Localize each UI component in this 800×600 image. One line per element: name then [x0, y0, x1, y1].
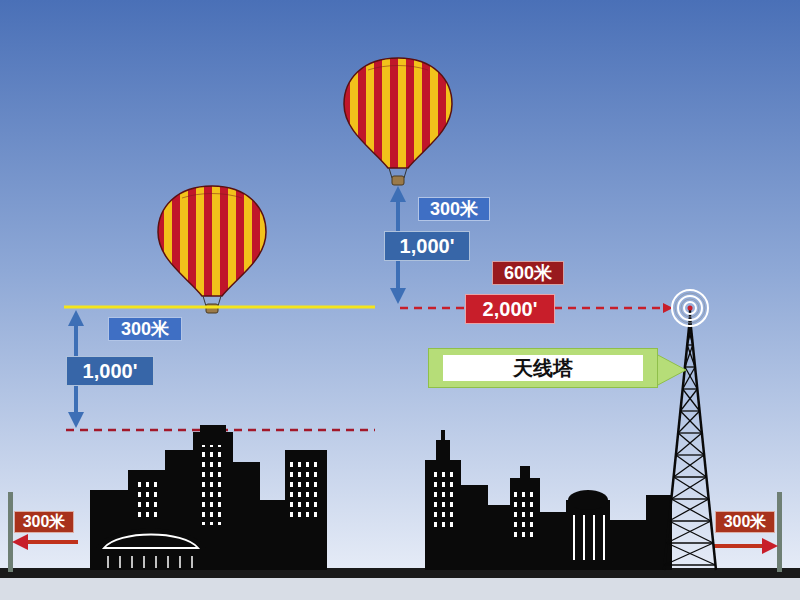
label-text: 300米 [23, 512, 66, 533]
label-text: 天线塔 [513, 355, 573, 382]
tower-strut [683, 388, 698, 389]
feet-label: 1,000' [66, 356, 154, 386]
label-text: 1,000' [400, 235, 455, 258]
tower-strut [667, 521, 711, 543]
tower-strut [678, 411, 699, 433]
tower-strut [678, 432, 702, 433]
label-text: 300米 [430, 197, 478, 221]
tower-strut [671, 498, 708, 499]
feet-label: 1,000' [384, 231, 470, 261]
tower-strut [665, 543, 714, 565]
tower-strut [685, 367, 697, 389]
tower-strut [671, 477, 706, 499]
tower-strut [665, 564, 716, 565]
label-text: 300米 [724, 512, 767, 533]
tower-strut [674, 477, 709, 499]
callout-panel: 天线塔 [443, 355, 643, 381]
metric-label: 600米 [492, 261, 564, 285]
tower-strut [667, 542, 713, 543]
callout-box: 天线塔 [428, 348, 658, 388]
tower-strut [674, 455, 705, 477]
label-text: 300米 [121, 317, 169, 341]
tower-strut [685, 345, 693, 367]
metric-label: 300米 [108, 317, 182, 341]
tower-strut [671, 499, 711, 521]
tower-strut [680, 410, 699, 411]
label-text: 1,000' [83, 360, 138, 383]
metric-label: 300米 [14, 511, 74, 533]
tower-strut [680, 389, 697, 411]
tower-strut [669, 521, 713, 543]
tower-strut [685, 366, 695, 367]
tower-strut [687, 330, 691, 345]
tower-strut [676, 433, 702, 455]
tower-strut [678, 433, 704, 455]
tower-strut [674, 476, 707, 477]
tower-strut [680, 411, 701, 433]
label-text: 600米 [504, 261, 552, 285]
tower-strut [676, 454, 704, 455]
metric-label: 300米 [418, 197, 490, 221]
tower-strut [669, 499, 709, 521]
feet-label: 2,000' [465, 294, 555, 324]
label-text: 2,000' [483, 298, 538, 321]
metric-label: 300米 [715, 511, 775, 533]
tower-strut [683, 389, 700, 411]
tower-strut [669, 520, 711, 521]
tower-strut [667, 543, 716, 565]
tower-strut [676, 455, 707, 477]
